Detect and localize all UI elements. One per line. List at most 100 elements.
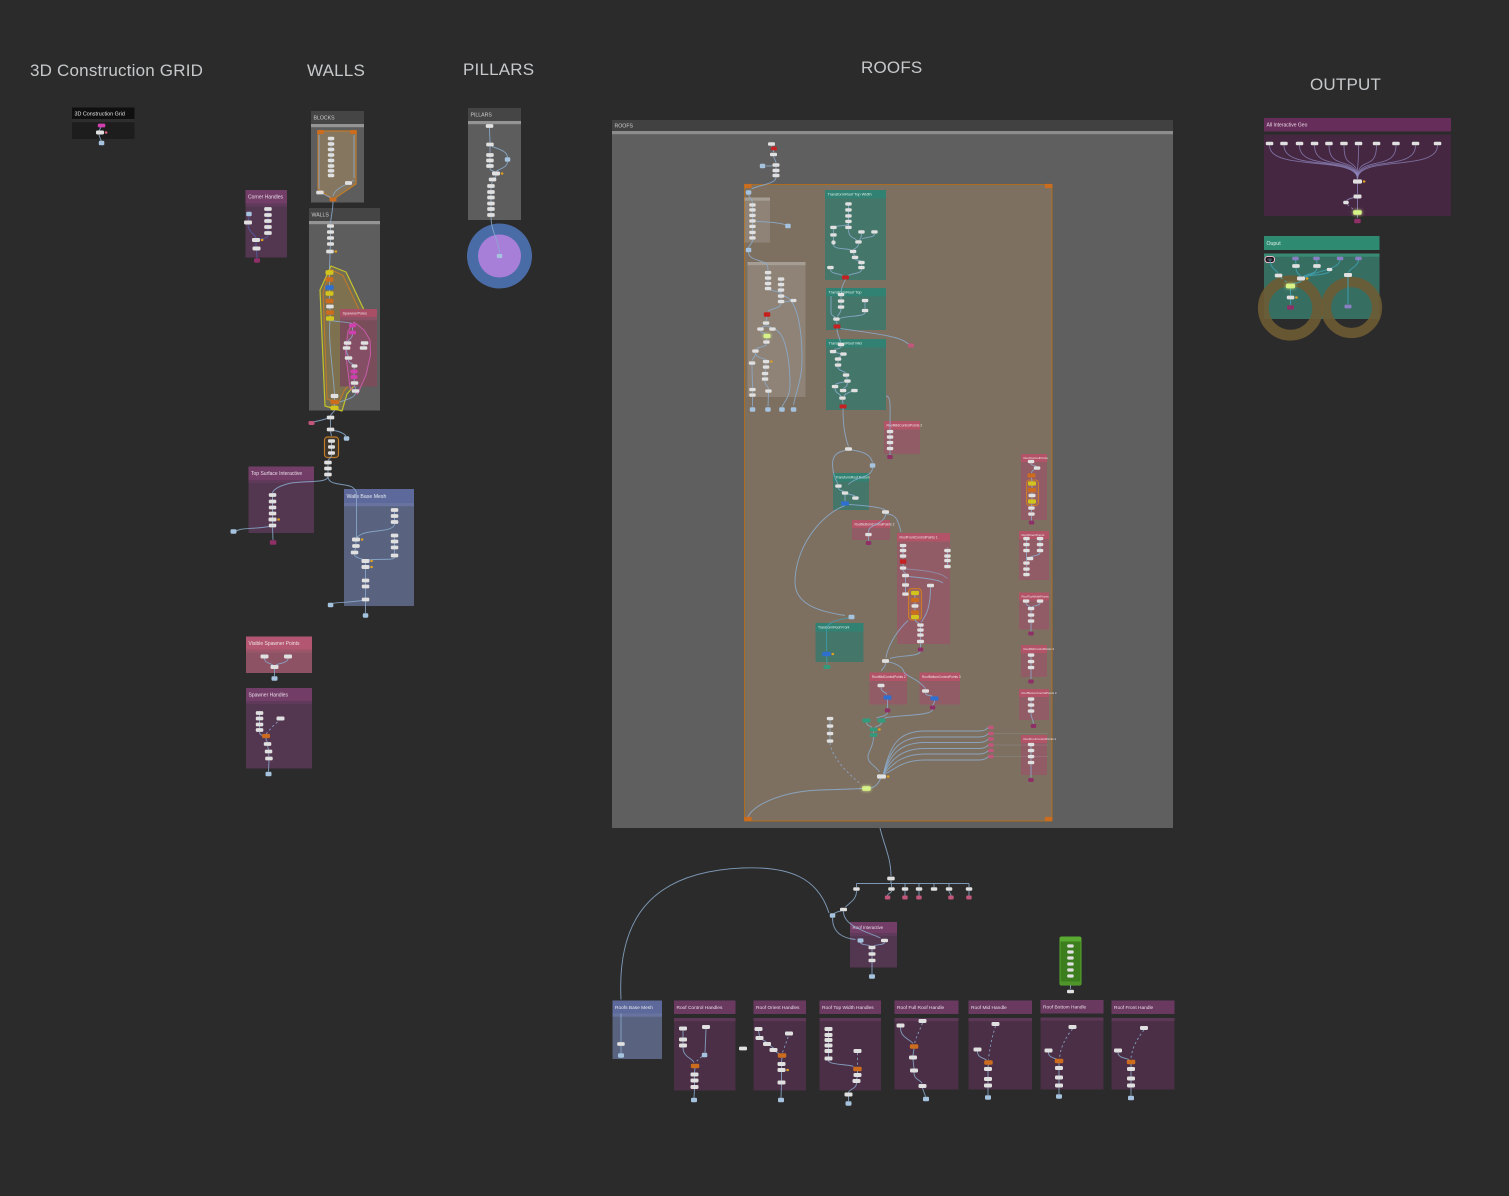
node[interactable]	[343, 341, 352, 345]
node[interactable]	[915, 887, 923, 891]
node[interactable]	[749, 224, 756, 229]
node[interactable]	[763, 334, 771, 338]
node[interactable]	[230, 529, 237, 534]
node[interactable]	[882, 510, 889, 514]
node[interactable]	[268, 493, 277, 497]
node[interactable]	[988, 748, 994, 753]
node[interactable]	[869, 733, 878, 737]
node[interactable]	[988, 754, 994, 759]
node[interactable]	[316, 190, 324, 195]
node[interactable]	[390, 520, 399, 524]
frame-top-surface-interactive[interactable]: Top Surface Interactive	[248, 466, 315, 534]
node[interactable]	[268, 511, 277, 516]
node[interactable]	[761, 377, 769, 381]
node[interactable]	[1353, 194, 1362, 199]
node[interactable]	[922, 689, 929, 693]
node[interactable]	[1067, 956, 1074, 960]
node[interactable]	[390, 508, 399, 512]
node[interactable]	[1325, 141, 1333, 146]
node[interactable]	[327, 164, 335, 168]
frame-construction-grid[interactable]: 3D Construction Grid	[72, 107, 135, 140]
node[interactable]	[492, 171, 504, 176]
node[interactable]	[777, 299, 785, 304]
node[interactable]	[504, 157, 511, 162]
node[interactable]	[254, 258, 260, 263]
node[interactable]	[330, 399, 339, 405]
node[interactable]	[749, 393, 756, 397]
node[interactable]	[264, 749, 273, 754]
node[interactable]	[1023, 548, 1030, 553]
node[interactable]	[929, 705, 936, 710]
node[interactable]	[849, 249, 857, 254]
node[interactable]	[1023, 567, 1030, 571]
node[interactable]	[1027, 697, 1035, 701]
node[interactable]	[862, 718, 871, 723]
node[interactable]	[350, 381, 359, 385]
node[interactable]	[845, 208, 852, 212]
node[interactable]	[852, 496, 859, 500]
node[interactable]	[882, 659, 889, 663]
node[interactable]	[486, 153, 494, 157]
node[interactable]	[785, 1031, 793, 1036]
frame-roof-bottom-cp-1[interactable]: RoofBottomControlPoints 3	[919, 672, 961, 705]
node[interactable]	[1023, 536, 1030, 541]
frame-walls-base-mesh[interactable]: Walls Base Mesh	[344, 489, 414, 606]
node[interactable]	[326, 415, 335, 420]
node[interactable]	[1036, 548, 1044, 553]
node[interactable]	[486, 164, 494, 168]
node[interactable]	[679, 1043, 687, 1048]
node[interactable]	[268, 499, 277, 504]
node[interactable]	[763, 340, 770, 344]
node[interactable]	[765, 389, 772, 393]
node[interactable]	[1067, 989, 1074, 994]
node[interactable]	[1055, 1066, 1063, 1070]
node[interactable]	[822, 651, 835, 657]
node[interactable]	[1127, 1067, 1135, 1071]
node[interactable]	[1287, 305, 1294, 310]
node[interactable]	[1027, 606, 1035, 611]
node[interactable]	[761, 371, 769, 376]
node[interactable]	[824, 1033, 833, 1037]
node[interactable]	[328, 445, 335, 449]
node[interactable]	[745, 190, 752, 195]
node[interactable]	[868, 952, 876, 956]
node[interactable]	[486, 142, 494, 147]
node[interactable]	[845, 214, 852, 218]
node[interactable]	[845, 219, 852, 224]
node[interactable]	[755, 1036, 764, 1040]
node[interactable]	[1028, 487, 1036, 493]
node[interactable]	[886, 440, 894, 445]
node[interactable]	[749, 203, 756, 207]
node[interactable]	[1044, 183, 1053, 189]
node[interactable]	[772, 173, 780, 178]
frame-roofs[interactable]: ROOFS	[612, 120, 1173, 828]
node[interactable]	[826, 739, 834, 743]
node[interactable]	[1027, 709, 1035, 713]
node[interactable]	[1068, 1025, 1077, 1029]
node[interactable]	[770, 152, 777, 157]
node[interactable]	[749, 219, 756, 223]
node[interactable]	[350, 375, 358, 379]
node[interactable]	[777, 1068, 789, 1072]
node[interactable]	[764, 286, 772, 291]
node[interactable]	[276, 716, 285, 721]
node[interactable]	[1292, 256, 1299, 261]
node[interactable]	[901, 887, 909, 891]
node[interactable]	[745, 247, 752, 253]
node[interactable]	[916, 895, 922, 900]
node[interactable]	[690, 1085, 699, 1089]
node[interactable]	[884, 708, 891, 713]
node[interactable]	[390, 533, 399, 538]
node[interactable]	[1036, 536, 1044, 541]
node[interactable]	[769, 1048, 778, 1052]
node[interactable]	[1028, 778, 1034, 782]
node[interactable]	[1028, 499, 1036, 504]
node[interactable]	[1030, 724, 1037, 728]
node[interactable]	[264, 213, 272, 217]
node[interactable]	[917, 623, 924, 627]
node[interactable]	[739, 1046, 747, 1051]
node[interactable]	[1127, 1076, 1135, 1081]
node[interactable]	[911, 590, 919, 596]
node[interactable]	[861, 308, 869, 313]
